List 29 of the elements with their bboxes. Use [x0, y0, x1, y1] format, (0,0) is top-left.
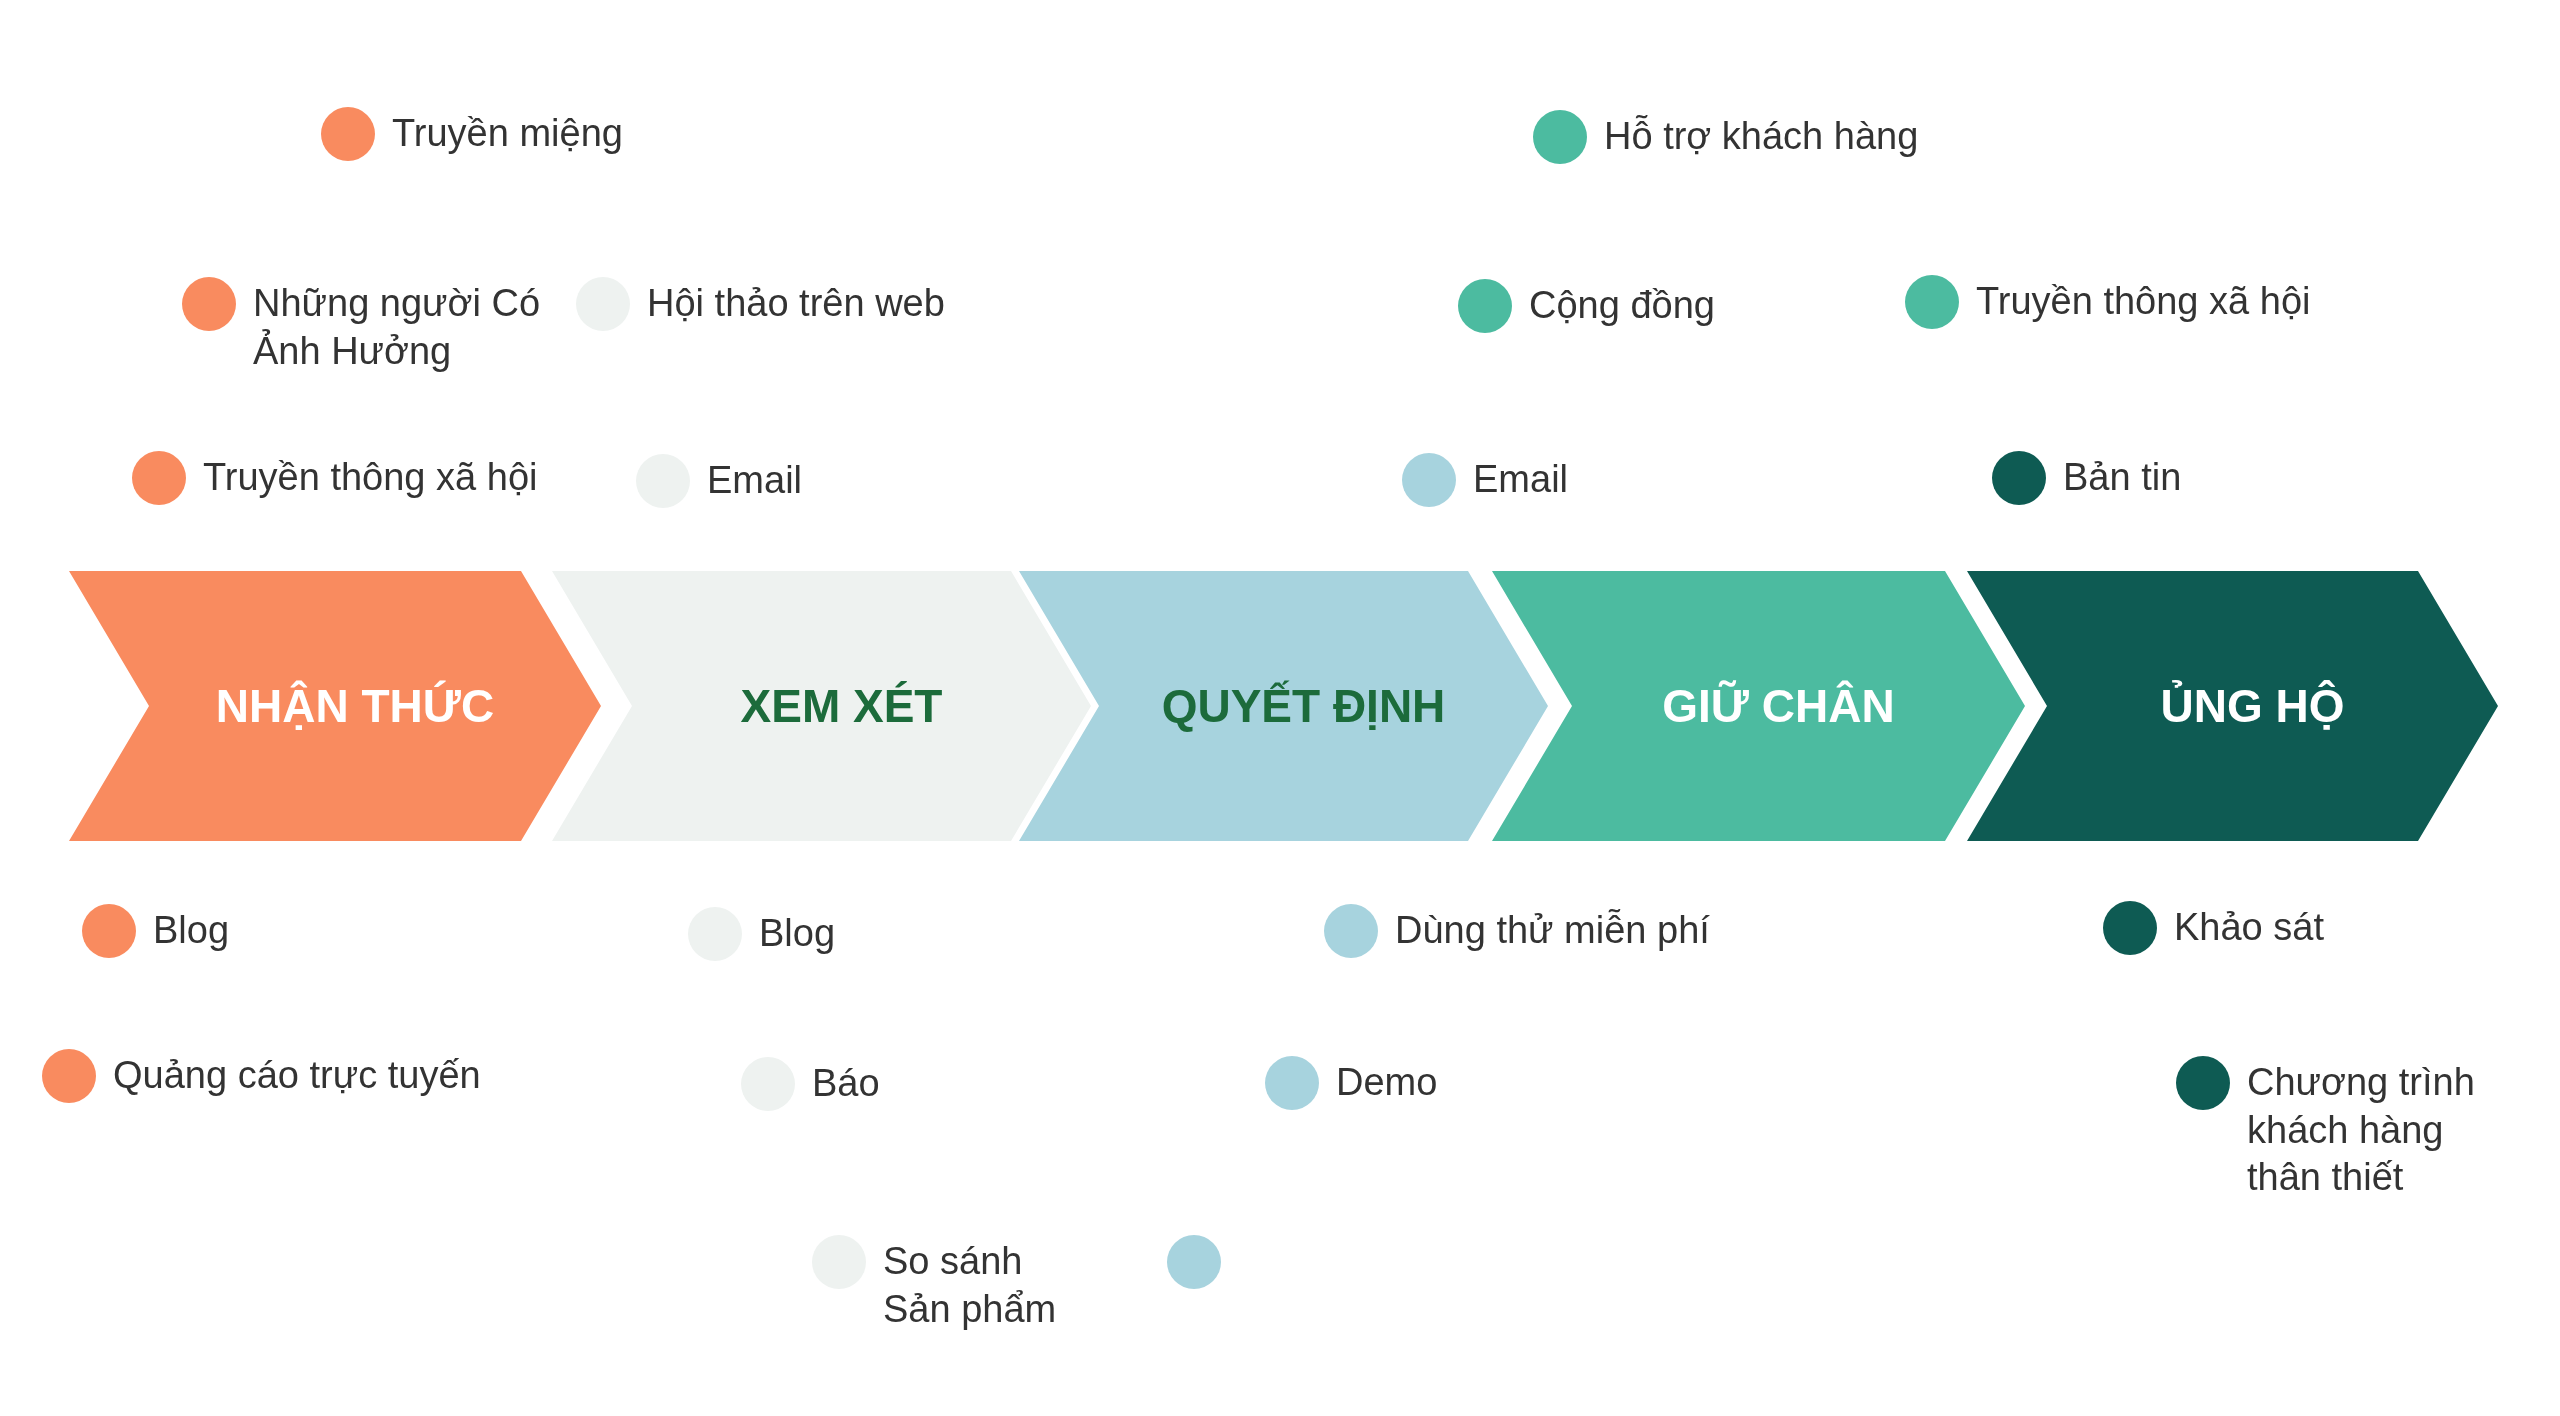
channel-label: Bản tin: [2063, 455, 2182, 500]
stage-label: NHẬN THỨC: [215, 679, 495, 733]
stage-banner: [1967, 571, 2498, 841]
channel-label: Demo: [1336, 1060, 1438, 1105]
stage-label: GIỮ CHÂN: [1662, 679, 1895, 733]
channel-label: Email: [707, 458, 803, 503]
stage-banner: [1019, 571, 1548, 841]
channel-label: Chương trình khách hàng thân thiết: [2247, 1060, 2476, 1200]
channel-label: Hội thảo trên web: [647, 281, 945, 326]
channel-label: Cộng đồng: [1529, 283, 1715, 328]
channel-label: Hỗ trợ khách hàng: [1604, 114, 1919, 159]
stage-label: XEM XÉT: [740, 679, 943, 733]
channel-label: Truyền miệng: [392, 111, 623, 156]
stage-banner: [69, 571, 601, 841]
channel-label: Quảng cáo trực tuyến: [113, 1053, 481, 1098]
channel-label: Blog: [153, 908, 230, 953]
channel-label: Khảo sát: [2174, 905, 2324, 950]
channel-label: So sánh Sản phẩm: [883, 1239, 1058, 1332]
stage-label: ỦNG HỘ: [2160, 679, 2345, 733]
channel-label: Những người Có Ảnh Hưởng: [253, 281, 542, 374]
channel-label: Truyền thông xã hội: [1976, 279, 2311, 324]
stage-banner: [1492, 571, 2025, 841]
stage-label: QUYẾT ĐỊNH: [1161, 679, 1446, 733]
channel-label: Truyền thông xã hội: [203, 455, 538, 500]
channel-label: Báo: [812, 1061, 880, 1106]
channel-label: Email: [1473, 457, 1569, 502]
stage-banner: [552, 571, 1091, 841]
channel-label: Blog: [759, 911, 836, 956]
channel-label: Dùng thử miễn phí: [1395, 908, 1710, 953]
